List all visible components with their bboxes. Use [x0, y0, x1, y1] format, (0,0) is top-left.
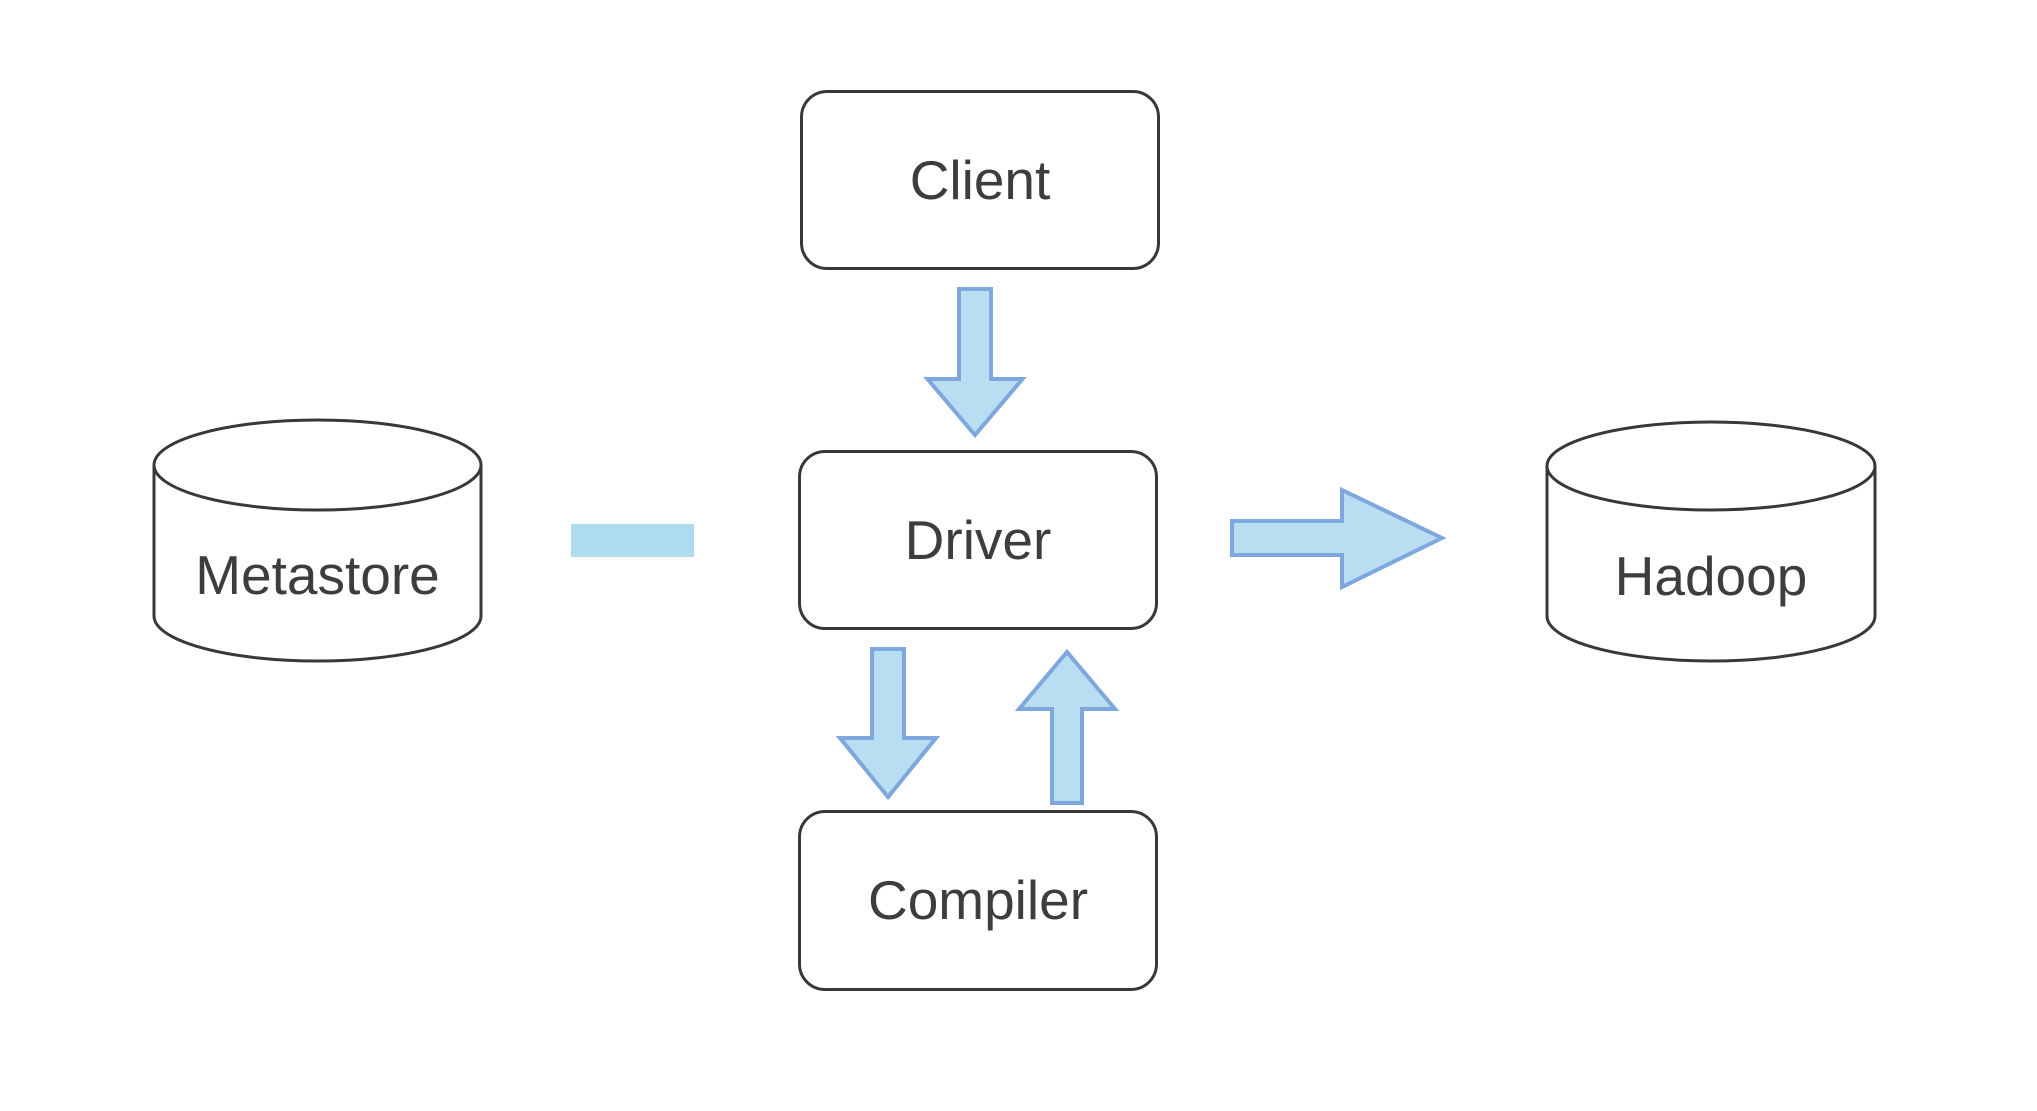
node-compiler: Compiler: [798, 810, 1158, 991]
node-client: Client: [800, 90, 1160, 270]
node-metastore-label: Metastore: [195, 544, 440, 607]
node-hadoop: Hadoop: [1545, 420, 1877, 663]
node-client-label: Client: [909, 148, 1051, 211]
node-driver: Driver: [798, 450, 1158, 630]
cylinder-icon: [1545, 420, 1877, 663]
node-hadoop-label: Hadoop: [1614, 545, 1808, 608]
dash-metastore-driver-icon: [571, 524, 694, 557]
arrow-compiler-to-driver-icon: [1014, 648, 1120, 805]
arrow-driver-to-compiler-icon: [835, 647, 941, 801]
arrow-driver-to-hadoop-icon: [1230, 486, 1447, 591]
arrow-client-to-driver-icon: [923, 287, 1027, 439]
cylinder-icon: [152, 418, 483, 663]
node-driver-label: Driver: [904, 508, 1052, 571]
node-metastore: Metastore: [152, 418, 483, 663]
node-compiler-label: Compiler: [867, 869, 1089, 932]
